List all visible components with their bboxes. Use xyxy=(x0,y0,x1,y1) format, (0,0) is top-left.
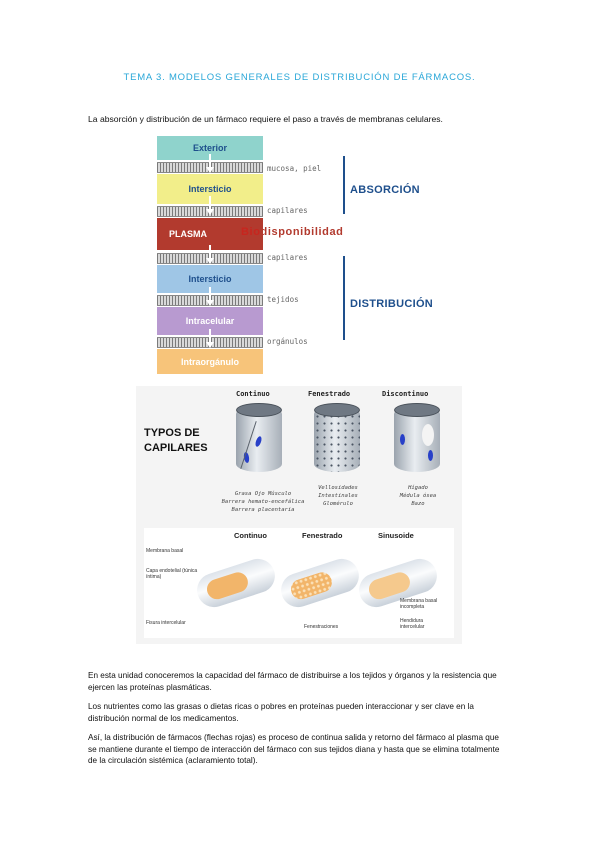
type-discontinuo-label: Discontinuo xyxy=(382,390,429,398)
label-hendidura-intercelular: Hendidura intercelular xyxy=(400,618,425,630)
membrane-label-tejidos: tejidos xyxy=(267,295,299,304)
arrowhead-1 xyxy=(206,167,214,173)
bottom-type-continuo: Continuo xyxy=(234,531,267,540)
capillary-continuo-illustration xyxy=(236,403,282,472)
membrane-label-capilares-1: capilares xyxy=(267,206,308,215)
capillary-discontinuo-illustration xyxy=(394,403,440,472)
capillary-cross-section-figure: Continuo Fenestrado Sinusoide Membrana b… xyxy=(144,528,454,638)
layer-plasma: PLASMA xyxy=(157,218,263,250)
arrow-3 xyxy=(209,245,211,259)
arrowhead-5 xyxy=(206,342,214,348)
paragraph-2: Los nutrientes como las grasas o dietas … xyxy=(88,702,474,723)
label-membrana-basal-incompleta: Membrana basal incompleta xyxy=(400,598,438,610)
membrane-diagram: Exterior mucosa, piel Intersticio capila… xyxy=(157,136,447,374)
discontinuo-notes: Hígado Médula ósea Bazo xyxy=(399,485,437,507)
continuo-notes: Grasa Ojo Músculo Barrera hemato-encefál… xyxy=(221,491,305,513)
arrowhead-3 xyxy=(206,258,214,264)
type-continuo-label: Continuo xyxy=(236,390,270,398)
distribucion-label: DISTRIBUCIÓN xyxy=(350,298,434,310)
absorcion-bracket xyxy=(343,156,345,214)
arrow-4 xyxy=(209,287,211,301)
capillary-fenestrado-illustration xyxy=(314,403,360,472)
label-capa-endotelial: Capa endotelial (túnica íntima) xyxy=(146,568,198,580)
biodisponibilidad-label: Biodisponibilidad xyxy=(241,226,344,238)
fenestrado-notes: Vellosidades Intestinales Glomérulo xyxy=(318,485,358,507)
membrane-label-capilares-2: capilares xyxy=(267,253,308,262)
vessel-fenestrado xyxy=(276,554,364,612)
layer-intraorganulo: Intraorgánulo xyxy=(157,349,263,374)
distribucion-bracket xyxy=(343,256,345,340)
type-fenestrado-label: Fenestrado xyxy=(308,390,351,398)
paragraph-3: Así, la distribución de fármacos (flecha… xyxy=(88,733,500,765)
label-fisura-intercelular: Fisura intercelular xyxy=(146,620,186,626)
label-fenestraciones: Fenestraciones xyxy=(304,624,339,630)
label-membrana-basal: Membrana basal xyxy=(146,548,184,554)
bottom-type-sinusoide: Sinusoide xyxy=(378,531,414,540)
paragraph-1: En esta unidad conoceremos la capacidad … xyxy=(88,671,497,692)
membrane-label-mucosa: mucosa, piel xyxy=(267,164,322,173)
arrow-2 xyxy=(209,196,211,210)
absorcion-label: ABSORCIÓN xyxy=(350,184,420,196)
intro-text: La absorción y distribución de un fármac… xyxy=(88,114,443,124)
membrane-label-organulos: orgánulos xyxy=(267,337,308,346)
bottom-type-fenestrado: Fenestrado xyxy=(302,531,343,540)
vessel-continuo xyxy=(192,554,280,612)
arrow-1 xyxy=(209,154,211,168)
arrow-5 xyxy=(209,329,211,343)
arrowhead-4 xyxy=(206,300,214,306)
page-title: TEMA 3. MODELOS GENERALES DE DISTRIBUCIÓ… xyxy=(123,72,476,83)
arrowhead-2 xyxy=(206,209,214,215)
